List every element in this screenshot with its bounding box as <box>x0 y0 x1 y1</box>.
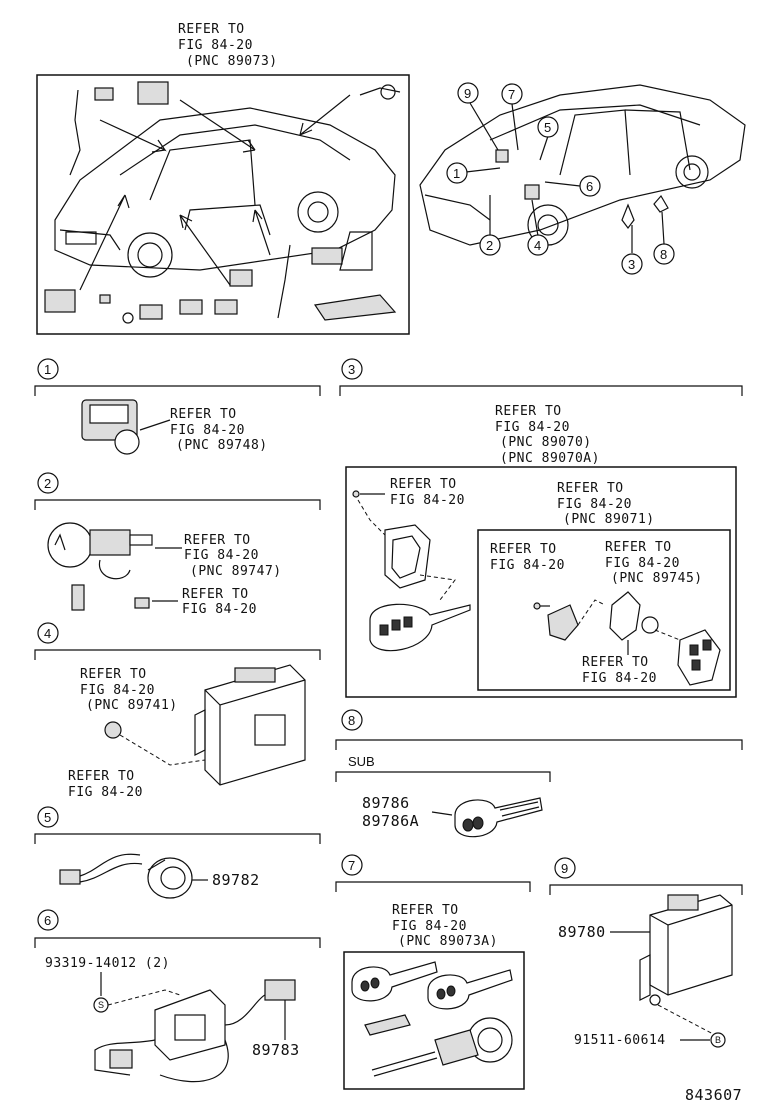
section-7: 7 REFER TO FIG 84-20 (PNC 89073A) <box>335 854 531 1090</box>
section-3-ref-b-line3: (PNC 89071) <box>563 512 655 527</box>
section-3-ref-a-line2: FIG 84-20 <box>390 493 465 508</box>
section-4-ref-b-line1: REFER TO <box>68 769 135 784</box>
remote-key-illustration <box>352 490 721 686</box>
section-9-number: 9 <box>561 861 568 876</box>
section-1-ref-line2: FIG 84-20 <box>170 423 245 438</box>
section-7-ref-line2: FIG 84-20 <box>392 919 467 934</box>
section-7-number: 7 <box>348 858 355 873</box>
section-3-ref-d-line3: (PNC 89745) <box>611 571 703 586</box>
section-3-inner-box <box>477 529 731 691</box>
overview-ref-line1: REFER TO <box>178 22 245 37</box>
section-5-part-number: 89782 <box>212 871 260 889</box>
overview-ref-line3: (PNC 89073) <box>186 54 278 69</box>
section-1-number: 1 <box>44 362 51 377</box>
section-3-ref-top-line4: (PNC 89070A) <box>500 451 600 466</box>
figure-id: 843607 <box>685 1086 742 1104</box>
receiver-module-illustration <box>639 894 733 1006</box>
section-3-ref-a-line1: REFER TO <box>390 477 457 492</box>
section-3-ref-top-line2: FIG 84-20 <box>495 420 570 435</box>
callout-2-label: 2 <box>486 238 493 253</box>
section-3-ref-d-line2: FIG 84-20 <box>605 556 680 571</box>
section-2-number: 2 <box>44 476 51 491</box>
section-3-ref-top-line1: REFER TO <box>495 404 562 419</box>
section-3-ref-e-line2: FIG 84-20 <box>582 671 657 686</box>
section-1-ref-line3: (PNC 89748) <box>176 438 268 453</box>
section-4-ref-b-line2: FIG 84-20 <box>68 785 143 800</box>
overview-callout-car <box>419 84 746 246</box>
callout-7-label: 7 <box>508 87 515 102</box>
section-4-ref-a-line1: REFER TO <box>80 667 147 682</box>
section-6-part-bottom: 89783 <box>252 1041 300 1059</box>
section-2-ref-b-line2: FIG 84-20 <box>182 602 257 617</box>
section-4-ref-a-line2: FIG 84-20 <box>80 683 155 698</box>
key-set-illustration <box>351 961 513 1077</box>
section-3: 3 REFER TO FIG 84-20 (PNC 89070) (PNC 89… <box>339 358 743 698</box>
section-5: 5 89782 <box>34 806 321 899</box>
section-6-number: 6 <box>44 913 51 928</box>
section-5-number: 5 <box>44 810 51 825</box>
overview-car-illustration <box>44 81 401 324</box>
callout-8-label: 8 <box>660 247 667 262</box>
section-8-sub-label: SUB <box>348 754 375 769</box>
section-6-marker: S <box>98 1000 104 1010</box>
section-3-outer-box <box>345 466 737 698</box>
section-9: 9 89780 91511-60614 B <box>549 857 743 1048</box>
section-8-part-1: 89786 <box>362 794 410 812</box>
sub-key-illustration <box>454 797 543 838</box>
section-3-ref-d-line1: REFER TO <box>605 540 672 555</box>
overview-reference: REFER TO FIG 84-20 (PNC 89073) <box>178 22 278 69</box>
section-8: 8 SUB 89786 89786A <box>335 709 743 838</box>
section-1-ref-line1: REFER TO <box>170 407 237 422</box>
callout-5-label: 5 <box>544 120 551 135</box>
lock-cylinder-illustration <box>47 522 153 611</box>
section-3-ref-b-line1: REFER TO <box>557 481 624 496</box>
section-7-box <box>343 951 525 1090</box>
overview-box <box>36 74 410 335</box>
section-2-ref-b-line1: REFER TO <box>182 587 249 602</box>
callout-6-label: 6 <box>586 179 593 194</box>
section-8-part-2: 89786A <box>362 812 419 830</box>
section-9-part-top: 89780 <box>558 923 606 941</box>
section-4-ref-a-line3: (PNC 89741) <box>86 698 178 713</box>
callout-3-label: 3 <box>628 257 635 272</box>
callout-9-label: 9 <box>464 86 471 101</box>
spiral-cable-illustration <box>59 853 193 899</box>
section-9-marker: B <box>715 1035 721 1045</box>
control-module-illustration <box>194 664 306 786</box>
section-3-ref-c-line2: FIG 84-20 <box>490 558 565 573</box>
section-6-part-top: 93319-14012 (2) <box>45 956 170 971</box>
switch-assembly-illustration <box>94 979 296 1083</box>
section-2-ref-a-line2: FIG 84-20 <box>184 548 259 563</box>
section-2-ref-a-line1: REFER TO <box>184 533 251 548</box>
section-3-ref-top-line3: (PNC 89070) <box>500 435 592 450</box>
overview-ref-line2: FIG 84-20 <box>178 38 253 53</box>
section-7-ref-line3: (PNC 89073A) <box>398 934 498 949</box>
section-2: 2 REFER TO FIG 84-20 (PNC 89747) REFER T… <box>34 472 321 617</box>
callout-markers: 1 2 3 4 5 6 7 8 9 <box>446 82 675 275</box>
callout-1-label: 1 <box>453 166 460 181</box>
callout-1-circle <box>446 162 468 184</box>
section-2-ref-a-line3: (PNC 89747) <box>190 564 282 579</box>
section-3-ref-b-line2: FIG 84-20 <box>557 497 632 512</box>
section-3-number: 3 <box>348 362 355 377</box>
section-4-number: 4 <box>44 626 51 641</box>
section-8-number: 8 <box>348 713 355 728</box>
section-6: 6 93319-14012 (2) S 89783 <box>34 909 321 1083</box>
section-4: 4 REFER TO FIG 84-20 (PNC 89741) REFER T… <box>34 622 321 800</box>
section-3-ref-e-line1: REFER TO <box>582 655 649 670</box>
section-7-ref-line1: REFER TO <box>392 903 459 918</box>
section-9-part-bottom: 91511-60614 <box>574 1033 666 1048</box>
section-3-ref-c-line1: REFER TO <box>490 542 557 557</box>
callout-4-label: 4 <box>534 238 541 253</box>
section-1: 1 REFER TO FIG 84-20 (PNC 89748) <box>34 358 321 455</box>
